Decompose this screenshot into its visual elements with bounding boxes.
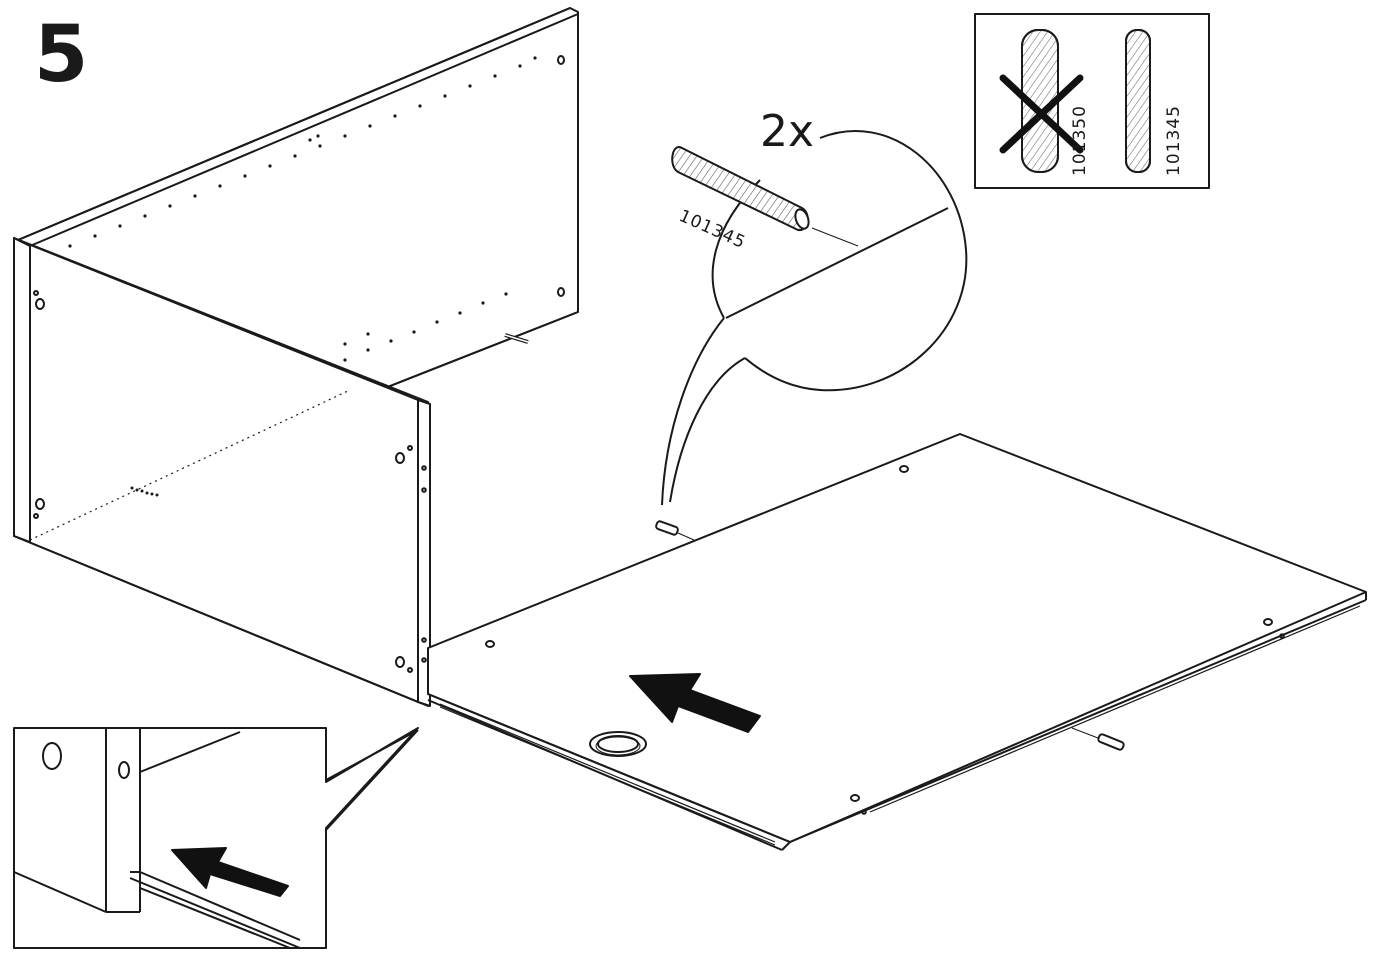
bottom-board-edge [869,605,1361,813]
back-panel-cam-hole [557,287,565,297]
bottom-board-edge-hole [861,809,867,815]
bottom-board [427,433,1367,851]
side-panel-edge-hole [421,637,427,643]
dowel-quantity-label: 2x [760,106,815,157]
side-panel-cam-hole [33,513,39,519]
bottom-board-hole [1263,618,1273,626]
side-panel-cam-hole [33,290,39,296]
side-panel-cam-hole [407,445,413,451]
insert-direction-arrow [629,673,761,733]
side-panel-cam-hole [407,667,413,673]
step-number: 5 [34,10,89,100]
back-panel-hole-row [68,56,537,248]
side-panel-cam-hole [35,498,45,510]
side-panel [13,237,431,707]
back-panel [17,7,579,413]
side-panel-cam-hole [35,298,45,310]
side-panel-cam-hole [395,452,405,464]
side-panel-edge-hole [421,465,427,471]
side-panel-edge-hole [421,657,427,663]
back-panel-cam-hole [557,55,565,65]
back-panel-dowel [504,333,529,344]
side-panel-cam-hole [395,656,405,668]
magnifier-callout [661,130,968,506]
bottom-board-edge-hole [1279,633,1285,639]
dowel-101350-wrong [1021,29,1059,173]
dowel-101345-callout [671,146,810,232]
dowel-guide-dotted [29,389,351,541]
side-panel-small-dowel [130,486,159,497]
dowel-101345-correct [1125,29,1151,173]
cross-mark-icon [999,74,1084,154]
board-dowel-top [655,520,695,541]
inset-cam-hole [42,742,62,770]
bottom-board-groove [439,706,776,846]
back-panel-hole-row-lower [343,292,508,362]
wrong-dowel-part-number: 101350 [1070,105,1090,176]
inset-insert-arrow [171,847,289,897]
correct-dowel-part-number: 101345 [1164,105,1184,176]
bottom-board-hole [899,465,909,473]
side-panel-edge-hole [421,487,427,493]
board-dowel-bottom [1071,727,1125,751]
bottom-board-hole [850,794,860,802]
detail-inset [13,727,419,949]
cable-grommet [589,731,647,757]
inset-cam-hole [118,761,130,779]
bottom-board-hole [485,640,495,648]
dowel-check-panel [974,13,1210,189]
bottom-board-groove [439,703,776,843]
